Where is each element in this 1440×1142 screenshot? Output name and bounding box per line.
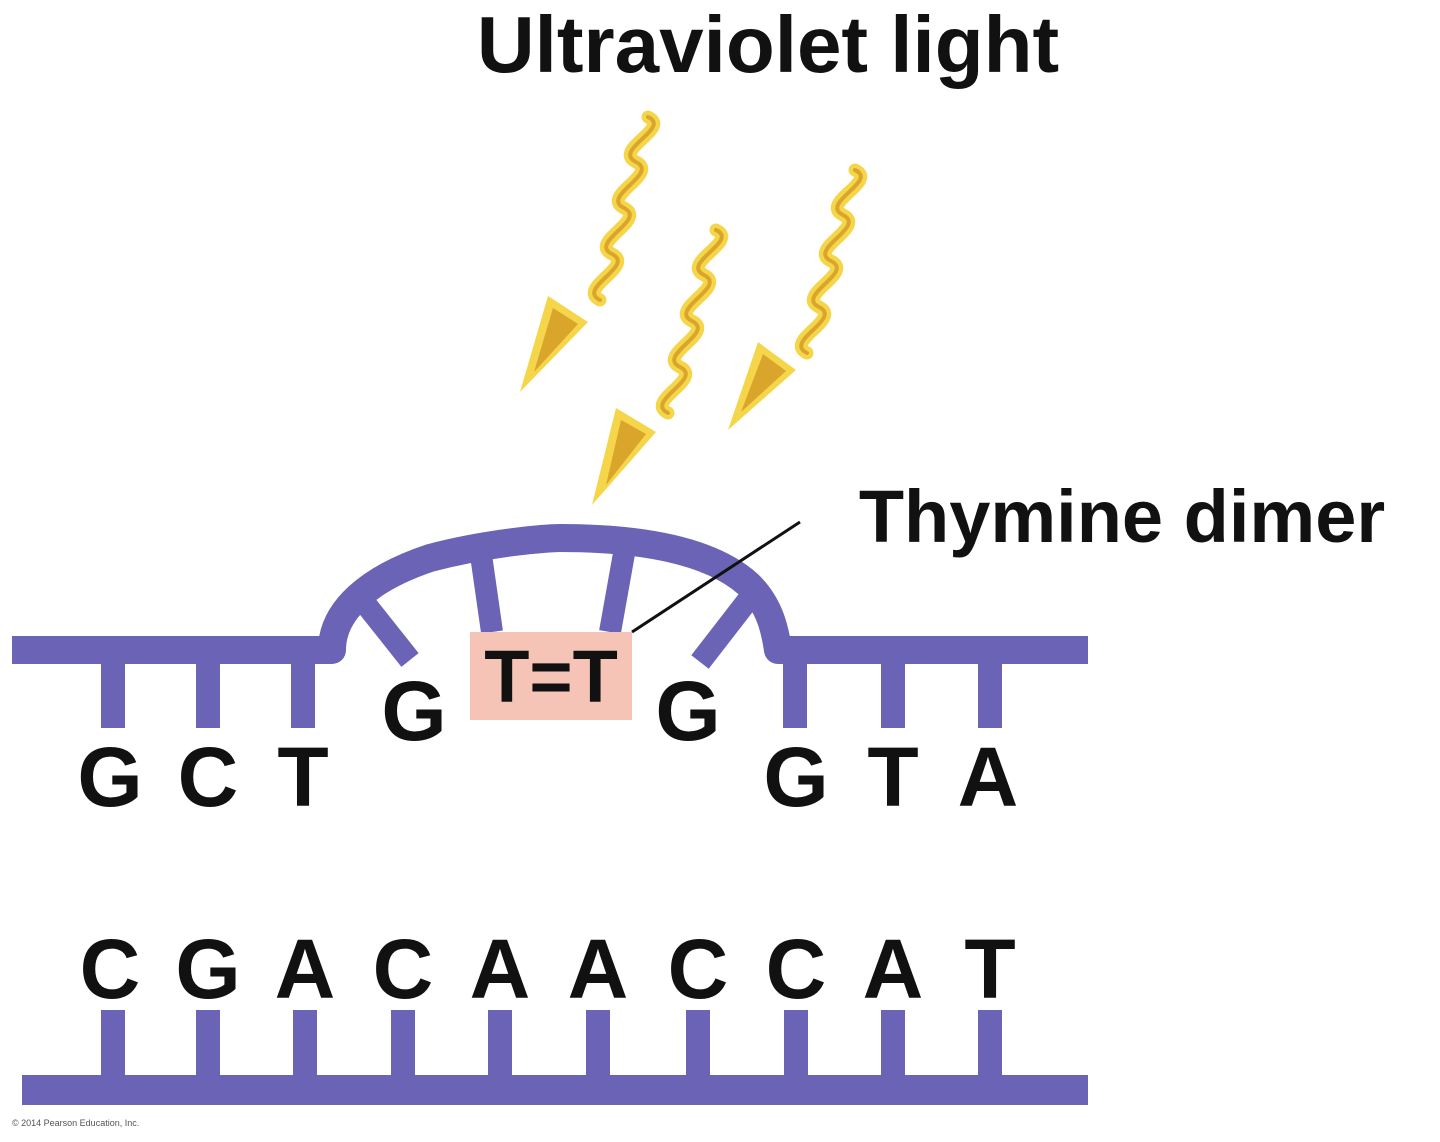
base-label: T (277, 730, 328, 824)
upper-left-rungs (101, 650, 315, 728)
upper-right-base-labels: G T A (763, 730, 1018, 824)
base-label: C (80, 922, 141, 1016)
title-ultraviolet-light: Ultraviolet light (477, 0, 1059, 89)
base-label: G (77, 730, 142, 824)
uv-ray-left (520, 110, 661, 392)
base-label: A (568, 922, 629, 1016)
base-label: A (470, 922, 531, 1016)
base-label: G (655, 664, 720, 758)
base-label: C (373, 922, 434, 1016)
thymine-dimer-box (470, 632, 632, 720)
uv-ray-right (728, 163, 868, 430)
base-label: T (964, 922, 1015, 1016)
base-label: C (766, 922, 827, 1016)
base-label: C (668, 922, 729, 1016)
base-label: C (178, 730, 239, 824)
base-label: G (381, 664, 446, 758)
base-label: T (867, 730, 918, 824)
callout-thymine-dimer: Thymine dimer (859, 475, 1385, 558)
thymine-dimer-text: T=T (484, 635, 618, 718)
upper-strand-backbone (12, 524, 1088, 664)
callout-leader-line (631, 520, 801, 634)
base-label: A (958, 730, 1019, 824)
base-label: G (763, 730, 828, 824)
bulge-rungs (351, 546, 757, 669)
bulge-base-labels: G G (381, 664, 720, 758)
copyright-notice: © 2014 Pearson Education, Inc. (12, 1118, 139, 1128)
uv-ray-middle (592, 223, 729, 505)
base-label: A (275, 922, 336, 1016)
lower-rungs (101, 1010, 1002, 1082)
base-label: G (175, 922, 240, 1016)
base-label: A (863, 922, 924, 1016)
upper-left-base-labels: G C T (77, 730, 328, 824)
uv-rays (520, 110, 868, 505)
upper-right-rungs (783, 650, 1002, 728)
lower-base-labels: C G A C A A C C A T (80, 922, 1016, 1016)
